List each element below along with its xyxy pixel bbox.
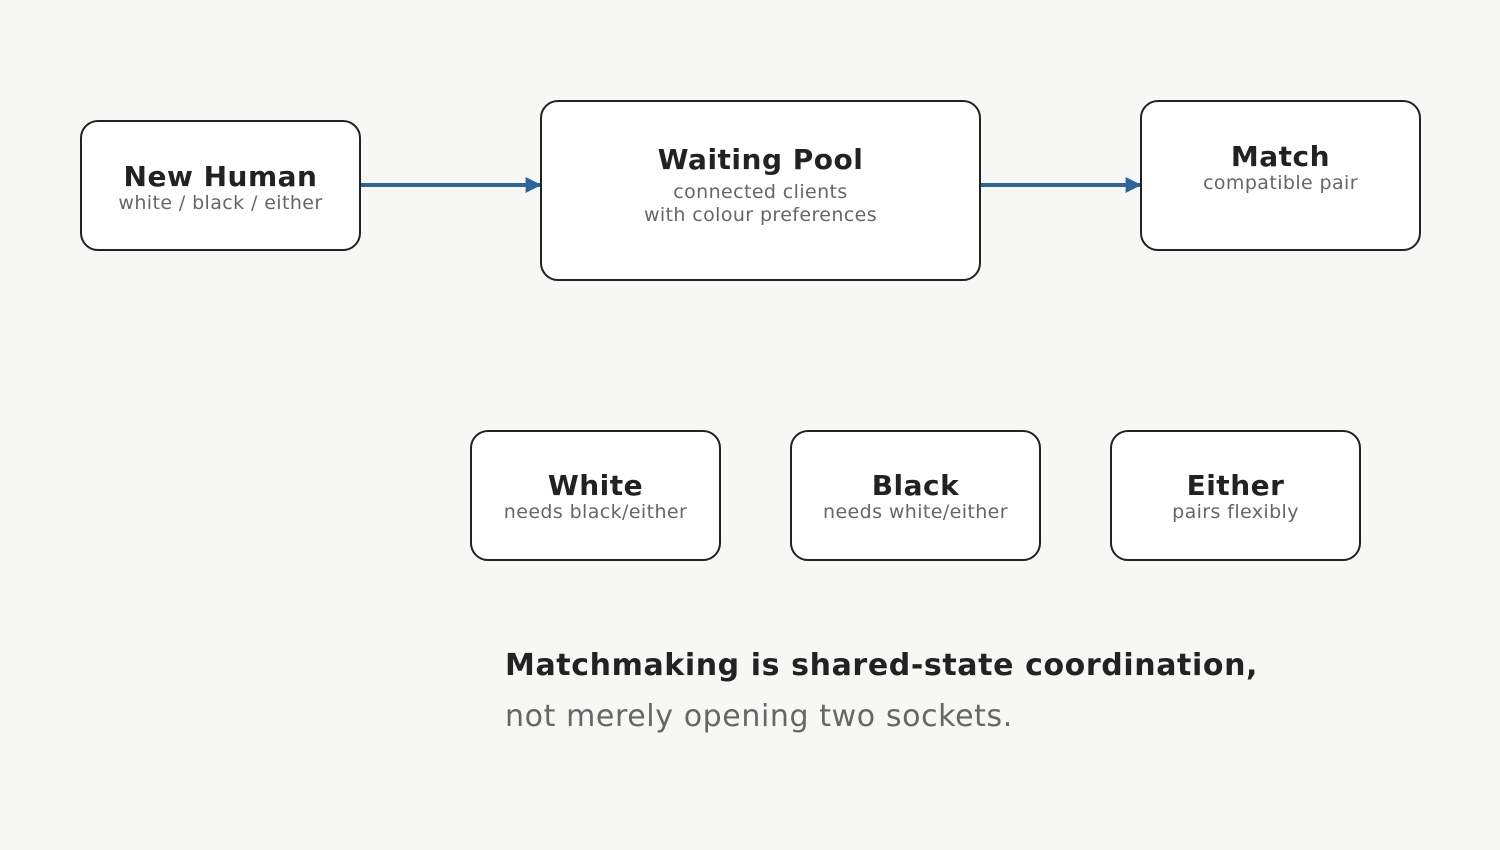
caption-main: Matchmaking is shared-state coordination…	[505, 648, 1259, 683]
node-waiting-pool: Waiting Pool connected clients with colo…	[540, 100, 981, 281]
node-either-subtitle: pairs flexibly	[1172, 501, 1299, 523]
node-either: Either pairs flexibly	[1110, 430, 1361, 561]
node-black: Black needs white/either	[790, 430, 1041, 561]
node-new-human-title: New Human	[123, 160, 318, 193]
node-white: White needs black/either	[470, 430, 721, 561]
node-black-title: Black	[871, 469, 960, 502]
node-white-title: White	[547, 469, 644, 502]
node-match: Match compatible pair	[1140, 100, 1421, 251]
node-match-subtitle: compatible pair	[1203, 172, 1358, 194]
node-black-subtitle: needs white/either	[823, 501, 1008, 523]
node-new-human: New Human white / black / either	[80, 120, 361, 251]
node-either-title: Either	[1186, 469, 1285, 502]
caption-sub: not merely opening two sockets.	[505, 699, 1013, 734]
node-match-title: Match	[1230, 140, 1331, 173]
node-new-human-subtitle: white / black / either	[118, 192, 323, 214]
node-white-subtitle: needs black/either	[503, 501, 688, 523]
node-waiting-pool-subtitle-line1: connected clients	[673, 180, 848, 203]
node-waiting-pool-title: Waiting Pool	[657, 142, 864, 176]
node-waiting-pool-subtitle-line2: with colour preferences	[643, 203, 878, 226]
